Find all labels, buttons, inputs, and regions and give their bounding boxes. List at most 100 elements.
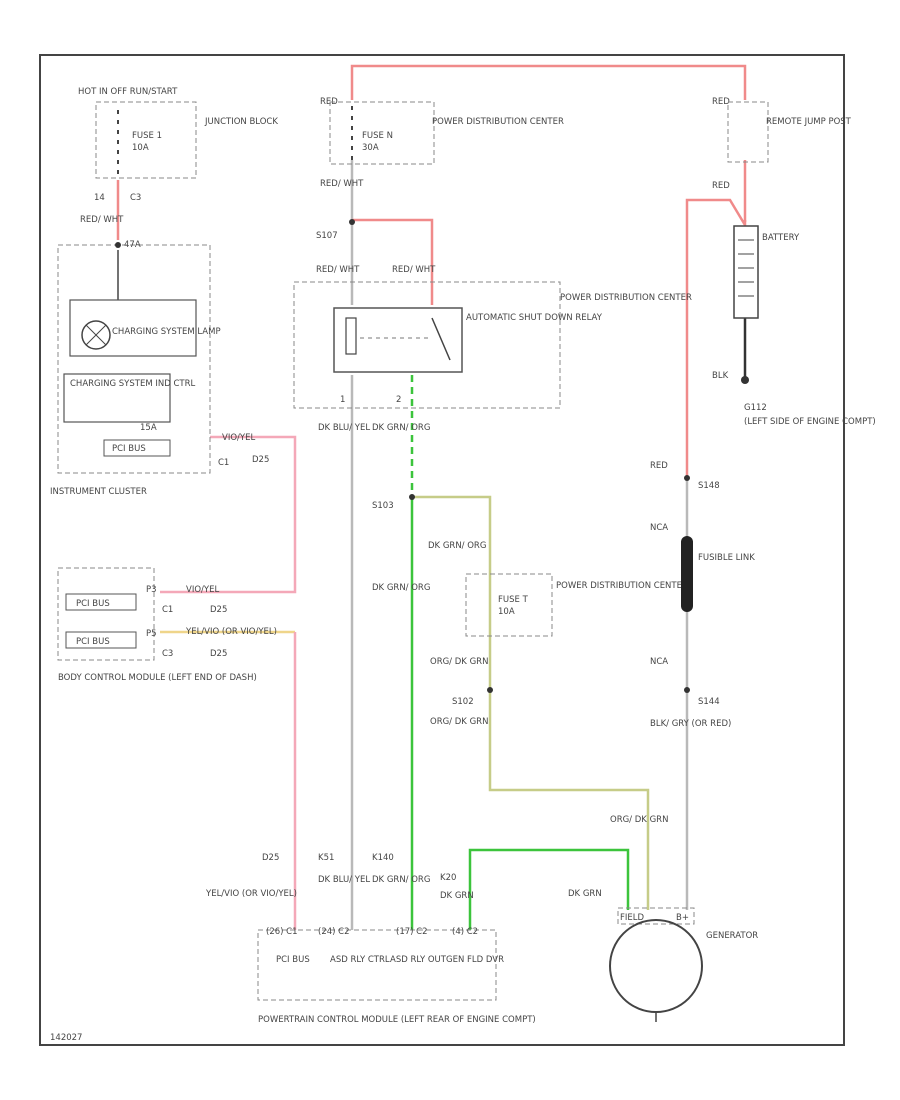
s102-wire-label: ORG/ DK GRN (430, 717, 488, 727)
battery-group: RED REMOTE JUMP POST RED BATTERY BLK G11… (712, 97, 876, 427)
pcm-col2: ASD RLY CTRL (330, 955, 390, 965)
fuse-t-label: FUSE T (498, 595, 529, 605)
g112-desc: (LEFT SIDE OF ENGINE COMPT) (744, 417, 876, 427)
lower-d25: D25 (262, 853, 279, 863)
cluster-wire-label: VIO/YEL (222, 433, 255, 443)
bcm-wire2: YEL/VIO (OR VIO/YEL) (185, 627, 277, 637)
pdc-top-wire-label: RED (320, 97, 338, 107)
junction-block-label: JUNCTION BLOCK (204, 117, 278, 127)
bcm-c1: C1 (162, 605, 173, 615)
nca1-label: NCA (650, 523, 668, 533)
fuse-n-label: FUSE N (362, 131, 393, 141)
bcm-wire-id2: D25 (210, 649, 227, 659)
jb-wire-label: RED/ WHT (80, 215, 124, 225)
relay-pdc-label: POWER DISTRIBUTION CENTER (560, 293, 692, 303)
pcm-pin2: (24) C2 (318, 927, 350, 937)
bcm-wire-id1: D25 (210, 605, 227, 615)
instrument-cluster-label: INSTRUMENT CLUSTER (50, 487, 147, 497)
red-feed-top (350, 64, 747, 100)
red-battery-wire (685, 198, 747, 478)
bcm-pin1: P3 (146, 585, 157, 595)
bcm-pci-bus-1: PCI BUS (76, 599, 110, 609)
cluster-pin-a: 47A (124, 240, 141, 250)
lower-dk-grn-org: DK GRN/ ORG (372, 875, 430, 885)
relay-pin-2: 2 (396, 395, 401, 405)
fusible-link-icon (681, 536, 693, 612)
s103-splice (409, 494, 415, 500)
lower-k51: K51 (318, 853, 334, 863)
right-chain: RED S148 NCA FUSIBLE LINK NCA S144 BLK/ … (650, 461, 755, 729)
jump-post-label: REMOTE JUMP POST (766, 117, 852, 127)
fuse-1-amp: 10A (132, 143, 149, 153)
cluster-pci-bus: PCI BUS (112, 444, 146, 454)
cluster-wire-id: D25 (252, 455, 269, 465)
dk-grn-org-label: DK GRN/ ORG (372, 423, 430, 433)
gen-pin-b: B+ (676, 913, 689, 923)
body-control-module: PCI BUS PCI BUS P3 C1 P5 C3 VIO/YEL YEL/… (57, 567, 277, 683)
hot-at-label: HOT IN OFF RUN/START (78, 87, 178, 97)
vio-yel-cluster-wire (160, 435, 297, 594)
red-wht-relay-feed (352, 218, 434, 305)
cluster-connector: C1 (218, 458, 229, 468)
s148-label: S148 (698, 481, 720, 491)
nca2-label: NCA (650, 657, 668, 667)
jump-post-wire-label: RED (712, 97, 730, 107)
bcm-pin2: P5 (146, 629, 157, 639)
org-dk-grn-wire (412, 495, 650, 910)
pdc-mid-wire-mid: DK GRN/ ORG (372, 583, 430, 593)
instrument-cluster: 47A CHARGING SYSTEM LAMP CHARGING SYSTEM… (50, 240, 269, 497)
lower-k20: K20 (440, 873, 456, 883)
charging-ctrl-label: CHARGING SYSTEM IND CTRL (70, 379, 196, 389)
powertrain-control-module: (26) C1 (24) C2 (17) C2 (4) C2 PCI BUS A… (257, 927, 536, 1025)
pcm-col1: PCI BUS (276, 955, 310, 965)
charging-lamp-label: CHARGING SYSTEM LAMP (112, 327, 221, 337)
ground-icon (741, 376, 749, 384)
blk-gry-label: BLK/ GRY (OR RED) (650, 719, 731, 729)
pcm-label: POWERTRAIN CONTROL MODULE (LEFT REAR OF … (258, 1015, 536, 1025)
lower-dk-grn: DK GRN (568, 889, 602, 899)
bcm-c3: C3 (162, 649, 173, 659)
junction-block: HOT IN OFF RUN/START JUNCTION BLOCK FUSE… (78, 87, 278, 225)
relay-left-wire: RED/ WHT (316, 265, 360, 275)
s107-label: S107 (316, 231, 338, 241)
pdc-mid-wire-top: DK GRN/ ORG (428, 541, 486, 551)
relay-pin-1: 1 (340, 395, 345, 405)
pdc-top-label: POWER DISTRIBUTION CENTER (432, 117, 564, 127)
cluster-pin-b: 15A (140, 423, 157, 433)
ground-wire-label: BLK (712, 371, 729, 381)
jb-connector: C3 (130, 193, 141, 203)
pcm-pin1: (26) C1 (266, 927, 298, 937)
pdc-mid: DK GRN/ ORG FUSE T 10A POWER DISTRIBUTIO… (372, 541, 688, 727)
generator: FIELD B+ GENERATOR (609, 907, 758, 1022)
fuse-n-amp: 30A (362, 143, 379, 153)
bcm-pci-bus-2: PCI BUS (76, 637, 110, 647)
asd-relay-label: AUTOMATIC SHUT DOWN RELAY (466, 313, 603, 323)
pdc-mid-label: POWER DISTRIBUTION CENTER (556, 581, 688, 591)
pdc-top: RED FUSE N 30A POWER DISTRIBUTION CENTER… (316, 97, 564, 241)
gen-pin-a: FIELD (620, 913, 645, 923)
lower-yel-vio: YEL/VIO (OR VIO/YEL) (205, 889, 297, 899)
bcm-label: BODY CONTROL MODULE (LEFT END OF DASH) (58, 673, 257, 683)
jb-pin: 14 (94, 193, 105, 203)
pcm-pin4: (4) C2 (452, 927, 478, 937)
s148-wire-label: RED (650, 461, 668, 471)
s103-label: S103 (372, 501, 394, 511)
s144-label: S144 (698, 697, 720, 707)
pcm-pin3: (17) C2 (396, 927, 428, 937)
battery-wire-label: RED (712, 181, 730, 191)
dk-grn-k20-wire (468, 848, 630, 930)
s102-label: S102 (452, 697, 474, 707)
relay-coil-icon (345, 317, 357, 355)
charging-lamp-icon (81, 320, 111, 350)
fusible-link-label: FUSIBLE LINK (698, 553, 755, 563)
relay-switch-icon (431, 317, 451, 361)
generator-label: GENERATOR (706, 931, 758, 941)
lower-dk-blu-yel: DK BLU/ YEL (318, 875, 370, 885)
dk-blu-yel-label: DK BLU/ YEL (318, 423, 370, 433)
lower-k140: K140 (372, 853, 394, 863)
battery-label: BATTERY (762, 233, 800, 243)
pcm-col3: ASD RLY OUT (390, 955, 447, 965)
g112-label: G112 (744, 403, 767, 413)
footer-code: 142027 (50, 1033, 82, 1043)
